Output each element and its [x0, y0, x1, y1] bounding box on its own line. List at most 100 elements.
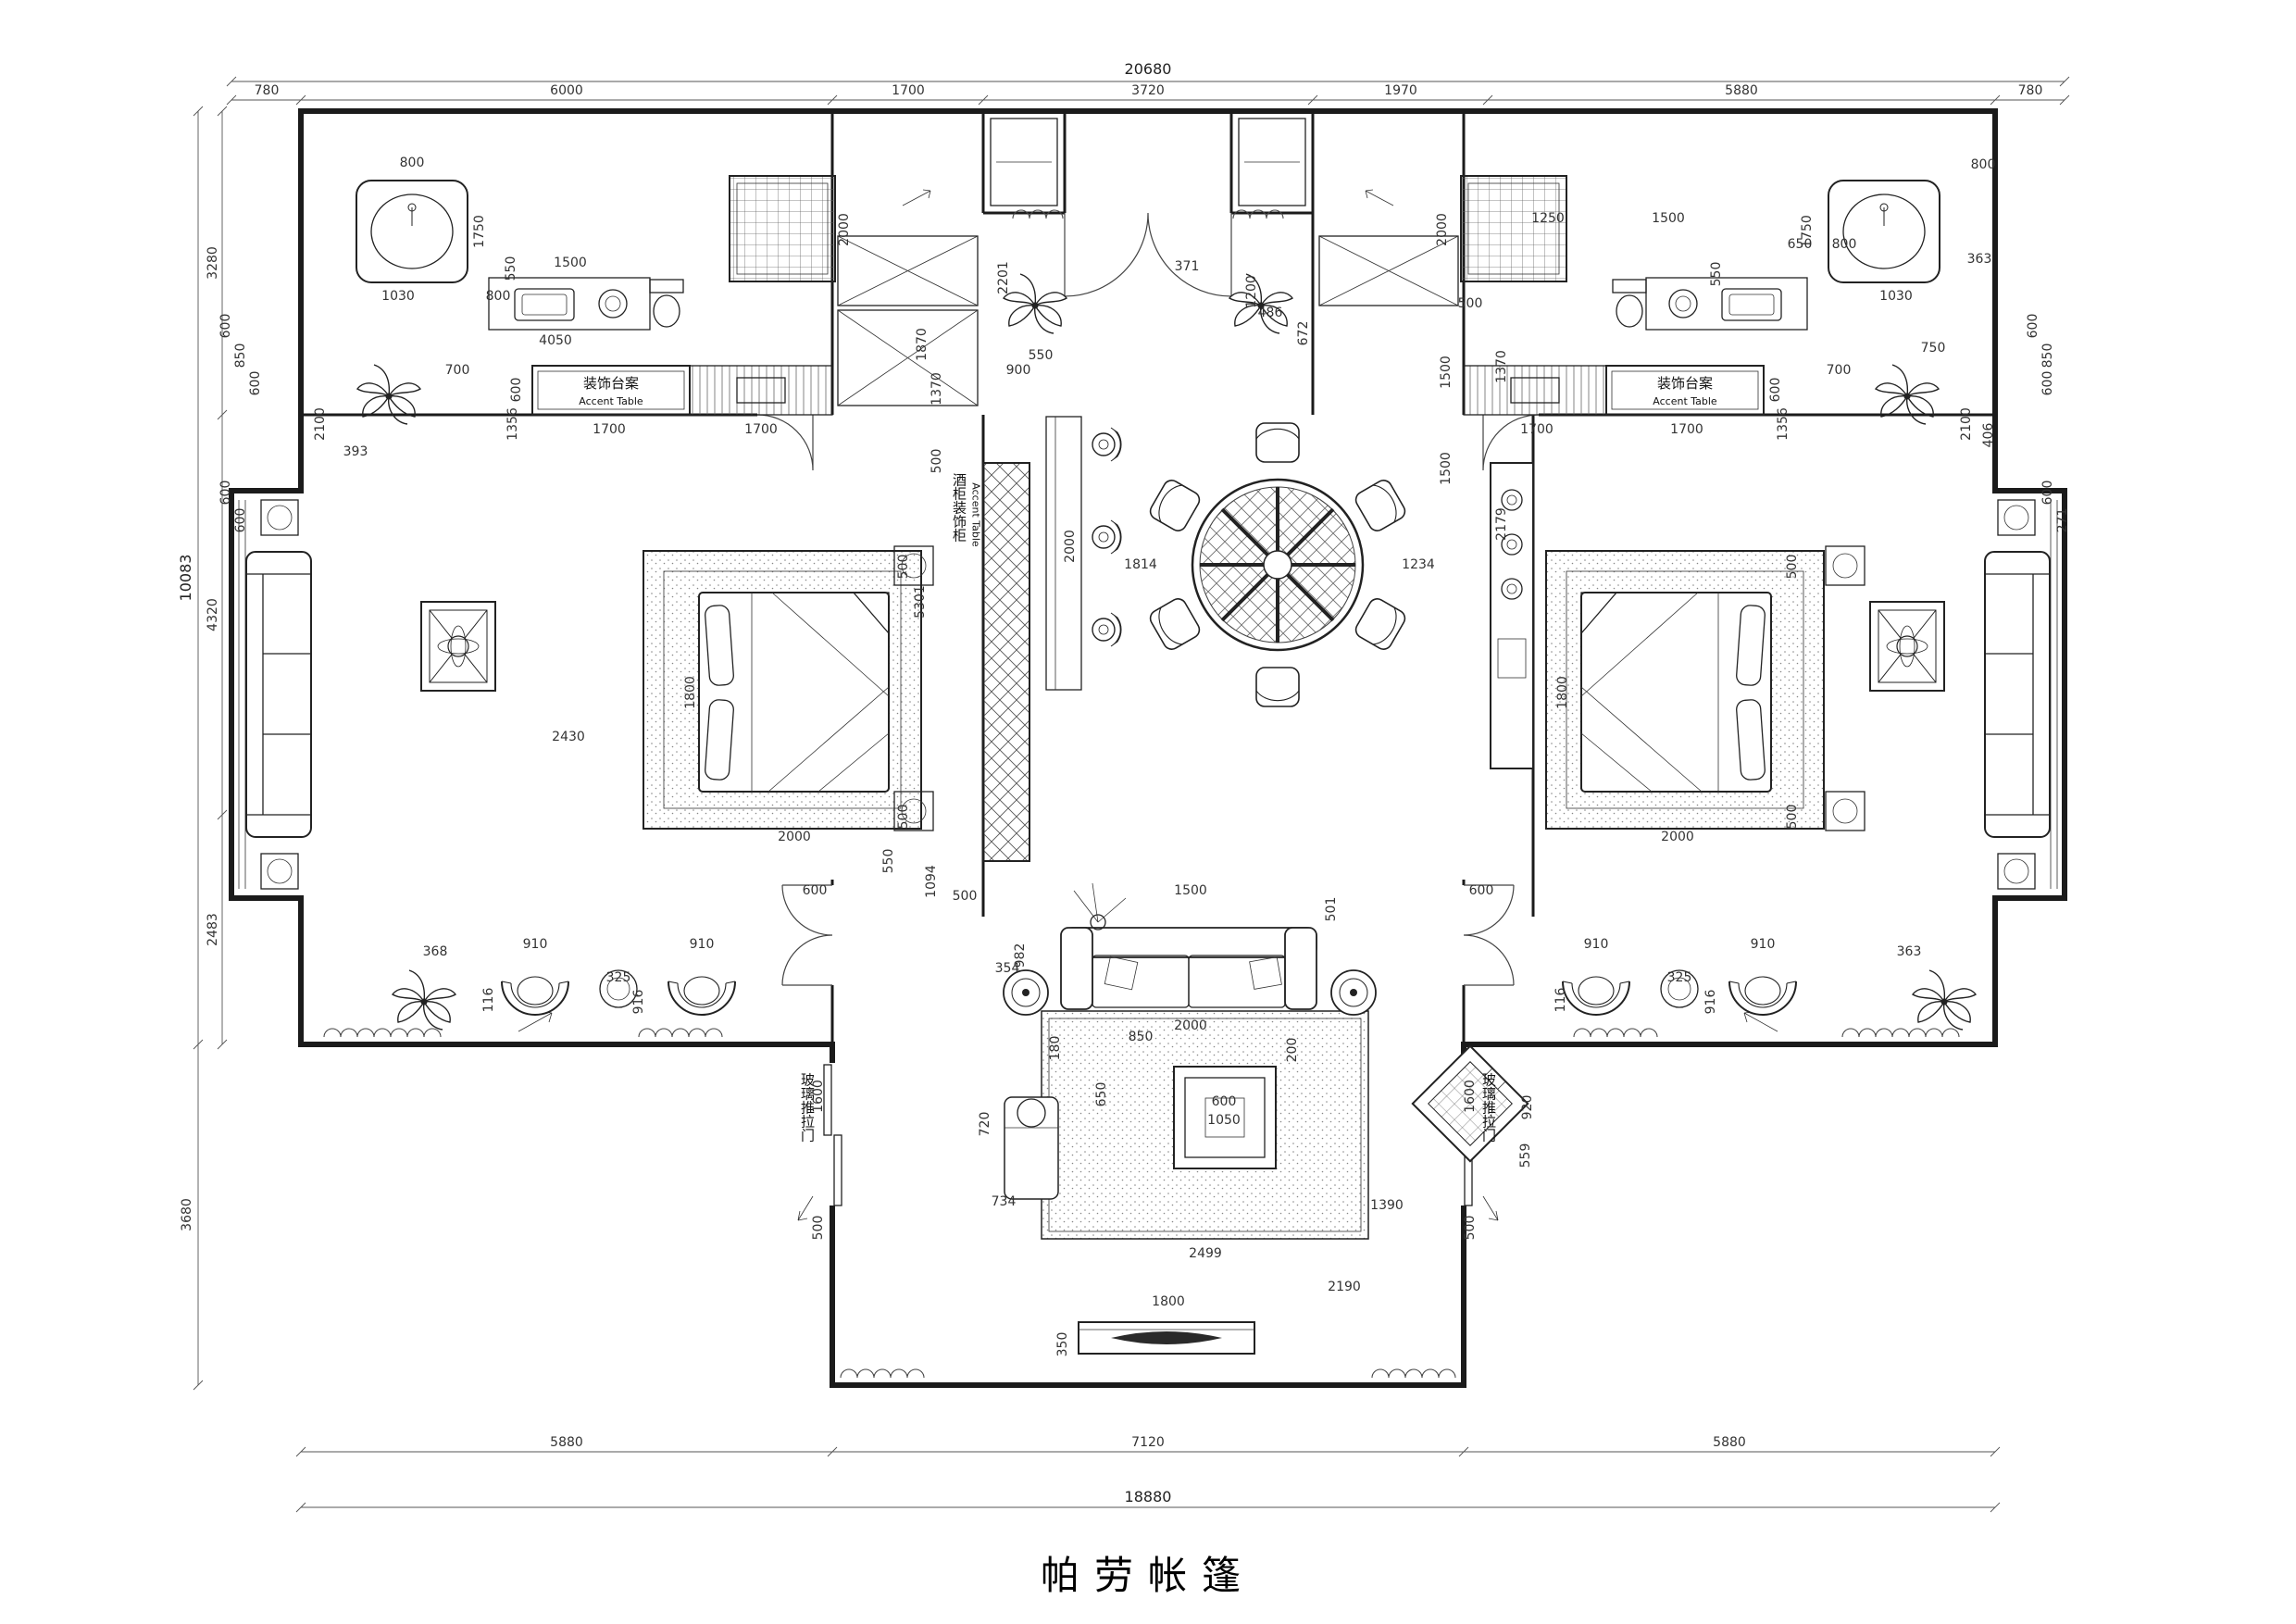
- dining-chair: [1255, 667, 1300, 707]
- dimension-label: 500: [896, 805, 911, 830]
- dimension-label: 780: [255, 83, 280, 98]
- dimension-label: 1700: [892, 83, 925, 98]
- deco-table-right: [1869, 601, 1945, 692]
- dimension-label: 982: [1013, 943, 1028, 968]
- dimension-label: 1500: [1439, 452, 1454, 485]
- dimension-label: 550: [881, 849, 896, 874]
- nightstand-left-top: [893, 545, 934, 586]
- chaise-bench: [1004, 1096, 1059, 1200]
- dimension-label: 1500: [554, 256, 587, 270]
- dimension-label: 1700: [593, 422, 626, 437]
- living-sofa: [1060, 927, 1317, 1010]
- dimension-label: 3680: [180, 1198, 194, 1231]
- dimension-label: 600: [1768, 378, 1783, 403]
- dimension-label: 600: [1469, 883, 1494, 898]
- dimension-label: 406: [1981, 423, 1996, 448]
- dimension-label: 1600: [811, 1080, 826, 1113]
- dimension-label: 7120: [1131, 1435, 1165, 1450]
- bay-table-left-top: [260, 499, 299, 536]
- accent-console-left: 装饰台案 Accent Table: [531, 365, 691, 416]
- dimension-label: 1030: [381, 289, 415, 304]
- dimension-label: 371: [1175, 259, 1200, 274]
- dimension-label: 600: [218, 481, 233, 506]
- dimension-label: 350: [1055, 1332, 1070, 1357]
- dimension-label: 500: [1458, 296, 1483, 311]
- dimension-label: 750: [1921, 341, 1946, 356]
- plant-entry-left: [1003, 273, 1067, 334]
- dimension-label: 3280: [206, 246, 220, 280]
- lounge-chair: [1562, 976, 1630, 1016]
- dimension-label: 600: [803, 883, 828, 898]
- dimension-label: 1970: [1384, 83, 1417, 98]
- sofa-side-table: [1330, 969, 1377, 1016]
- dimension-label: 500: [1785, 555, 1800, 580]
- accent-console-right: 装饰台案 Accent Table: [1605, 365, 1765, 416]
- dimension-label: 500: [811, 1216, 826, 1241]
- dimension-label: 800: [1832, 237, 1857, 252]
- dimension-label: 2483: [206, 913, 220, 946]
- dimension-label: 550: [1709, 262, 1724, 287]
- dimension-chain-lines: [193, 76, 2070, 1513]
- dimension-label: 2179: [1494, 507, 1509, 541]
- entry-closet-right: [1238, 118, 1306, 206]
- dimension-label: 900: [1006, 363, 1031, 378]
- dimension-label: 10083: [177, 555, 194, 602]
- plant-entry-right: [1229, 273, 1293, 334]
- lounge-chair: [501, 976, 569, 1016]
- wine-cabinet-label-en: Accent Table: [970, 482, 982, 547]
- dresser-right: [1463, 365, 1607, 416]
- dimension-label: 325: [606, 970, 631, 985]
- dimension-label: 354: [995, 961, 1020, 976]
- dimension-label: 393: [343, 444, 368, 459]
- bay-table-left-bottom: [260, 853, 299, 890]
- dimension-label: 1234: [1402, 557, 1435, 572]
- dimension-label: 910: [1751, 937, 1776, 952]
- dimension-label: 18880: [1125, 1488, 1172, 1505]
- dimension-label: 5880: [550, 1435, 583, 1450]
- glass-door-label-right: 玻璃推拉门: [1480, 1073, 1497, 1143]
- dimension-label: 780: [2018, 83, 2043, 98]
- dimension-label: 4050: [539, 333, 572, 348]
- sofa-side-table: [1003, 969, 1049, 1016]
- nightstand-right-top: [1825, 545, 1866, 586]
- dimension-label: 271: [2055, 508, 2070, 533]
- dimension-label: 2000: [1174, 1018, 1207, 1033]
- dimension-label: 600: [233, 508, 248, 533]
- dimension-label: 700: [445, 363, 470, 378]
- exterior-walls: [229, 108, 2067, 1388]
- dimension-label: 116: [1554, 988, 1568, 1013]
- curtain-scallops: [323, 209, 1960, 1379]
- dimension-label: 5880: [1725, 83, 1758, 98]
- dimension-label: 1600: [1463, 1080, 1478, 1113]
- coffee-table: [1173, 1066, 1277, 1169]
- dimension-label: 1094: [924, 865, 939, 898]
- dimension-label: 2100: [1959, 407, 1974, 441]
- dresser-left: [689, 365, 833, 416]
- toilet-right: [1612, 279, 1647, 328]
- dimension-label: 600: [1212, 1094, 1237, 1109]
- dimension-label: 1356: [505, 407, 520, 441]
- shower-right: [1460, 175, 1567, 282]
- bay-sofa-left: [245, 551, 312, 838]
- dimension-label: 1250: [1531, 211, 1565, 226]
- dimension-label: 1370: [930, 372, 944, 406]
- dimension-label: 550: [1029, 348, 1054, 363]
- dimension-label: 180: [1048, 1036, 1063, 1061]
- dimension-label: 363: [1897, 944, 1922, 959]
- accent-console-right-label-cn: 装饰台案: [1657, 375, 1713, 392]
- lounge-chair: [1728, 976, 1797, 1016]
- bar-table-left-hall: [1045, 416, 1082, 691]
- tv-console: [1078, 1321, 1255, 1355]
- dimension-label: 800: [400, 156, 425, 170]
- accent-console-right-label-en: Accent Table: [1653, 395, 1717, 407]
- dimension-label: 1500: [1439, 356, 1454, 389]
- dimension-label: 1050: [1207, 1113, 1241, 1128]
- bathroom-door-left: [756, 414, 814, 471]
- dimension-label: 1800: [1152, 1294, 1185, 1309]
- accent-console-left-label-cn: 装饰台案: [583, 375, 639, 392]
- dimension-label: 600: [2026, 314, 2040, 339]
- dimension-label: 20680: [1125, 60, 1172, 78]
- dimension-label: 600: [248, 371, 263, 396]
- bay-sofa-right: [1984, 551, 2051, 838]
